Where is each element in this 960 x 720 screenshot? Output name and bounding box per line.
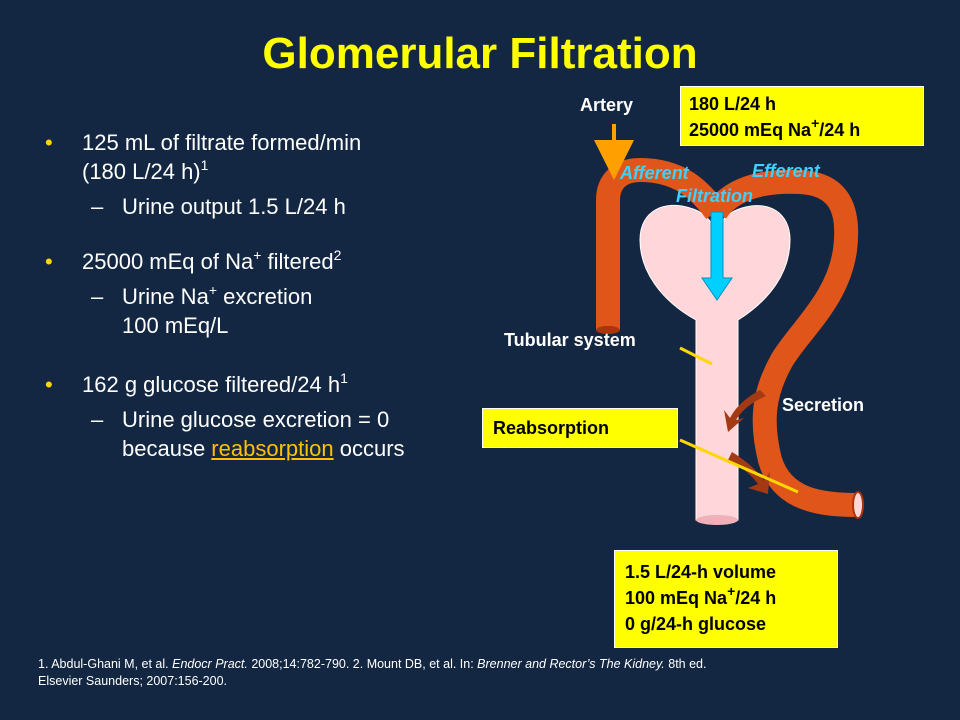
tubular-pointer-line: [679, 346, 713, 366]
sub-bullet-text: Urine output 1.5 L/24 h: [122, 194, 346, 219]
sub-bullet-na-excretion: – Urine Na+ excretion 100 mEq/L: [40, 282, 490, 340]
dash-icon: –: [91, 284, 104, 309]
afferent-vessel: [596, 157, 726, 330]
dash-icon: –: [91, 194, 104, 219]
citation-sup: 1: [340, 369, 348, 386]
filtration-label: Filtration: [676, 186, 753, 206]
na-sup: +: [208, 281, 217, 298]
bullet-text-after: filtered: [261, 249, 334, 274]
secretion-label: Secretion: [782, 395, 865, 415]
sub-bullet-text-after: excretion: [217, 284, 313, 309]
bullet-dot-icon: •: [45, 130, 53, 155]
box-line: 1.5 L/24-h volume: [625, 562, 777, 582]
bullet-dot-icon: •: [45, 249, 53, 274]
bullet-filtrate: • 125 mL of filtrate formed/min (180 L/2…: [40, 128, 490, 186]
bullet-dot-icon: •: [45, 372, 53, 397]
artery-end: [596, 326, 620, 334]
bullet-text: 125 mL of filtrate formed/min: [82, 130, 362, 155]
citation-sup: 2: [333, 246, 342, 263]
box-line: 100 mEq Na+/24 h: [625, 583, 777, 608]
box-line: 25000 mEq Na+/24 h: [689, 115, 861, 140]
bullet-list: • 125 mL of filtrate formed/min (180 L/2…: [40, 128, 490, 463]
sub-bullet-text: Urine Na: [122, 284, 209, 309]
na-sup: +: [253, 246, 262, 263]
sub-bullet-urine-output: – Urine output 1.5 L/24 h: [40, 192, 490, 221]
vein-end: [852, 491, 864, 519]
box-line: 180 L/24 h: [689, 94, 777, 114]
citation-sup: 1: [200, 156, 209, 173]
box-line: 0 g/24-h glucose: [625, 614, 767, 634]
filtered-load-box: 180 L/24 h 25000 mEq Na+/24 h: [680, 86, 924, 146]
nephron-diagram: [594, 124, 864, 525]
sub-bullet-text-line2: 100 mEq/L: [122, 313, 229, 338]
slide-title: Glomerular Filtration: [262, 29, 698, 78]
reabsorption-link[interactable]: reabsorption: [211, 436, 334, 461]
sub-bullet-glucose-excretion: – Urine glucose excretion = 0 because re…: [40, 405, 490, 463]
bullet-glucose: • 162 g glucose filtered/24 h1: [40, 370, 490, 399]
bullet-text-line2: (180 L/24 h): [82, 159, 201, 184]
filtration-arrow-icon: [701, 211, 733, 301]
secretion-arrow-icon: [724, 390, 766, 432]
sub-bullet-text-line2: because: [122, 436, 212, 461]
dash-icon: –: [91, 407, 104, 432]
efferent-vessel: [705, 169, 859, 517]
tubular-system-label: Tubular system: [504, 330, 636, 350]
reabsorption-arrow-icon: [728, 452, 770, 494]
sub-bullet-text-after: occurs: [333, 436, 405, 461]
artery-label: Artery: [580, 95, 634, 115]
efferent-label: Efferent: [752, 161, 820, 181]
bullet-sodium: • 25000 mEq of Na+ filtered2: [40, 247, 490, 276]
reabsorption-box: Reabsorption: [482, 408, 678, 448]
sub-bullet-text: Urine glucose excretion = 0: [122, 407, 390, 432]
tubule-bottom-end: [696, 515, 738, 525]
bullet-text: 25000 mEq of Na: [82, 249, 254, 274]
references-footnote: 1. Abdul-Ghani M, et al. Endocr Pract. 2…: [38, 657, 707, 688]
reabsorption-pointer-line: [679, 438, 799, 494]
urine-output-box: 1.5 L/24-h volume 100 mEq Na+/24 h 0 g/2…: [614, 550, 838, 648]
bullet-text: 162 g glucose filtered/24 h: [82, 372, 341, 397]
afferent-label: Afferent: [620, 163, 689, 183]
